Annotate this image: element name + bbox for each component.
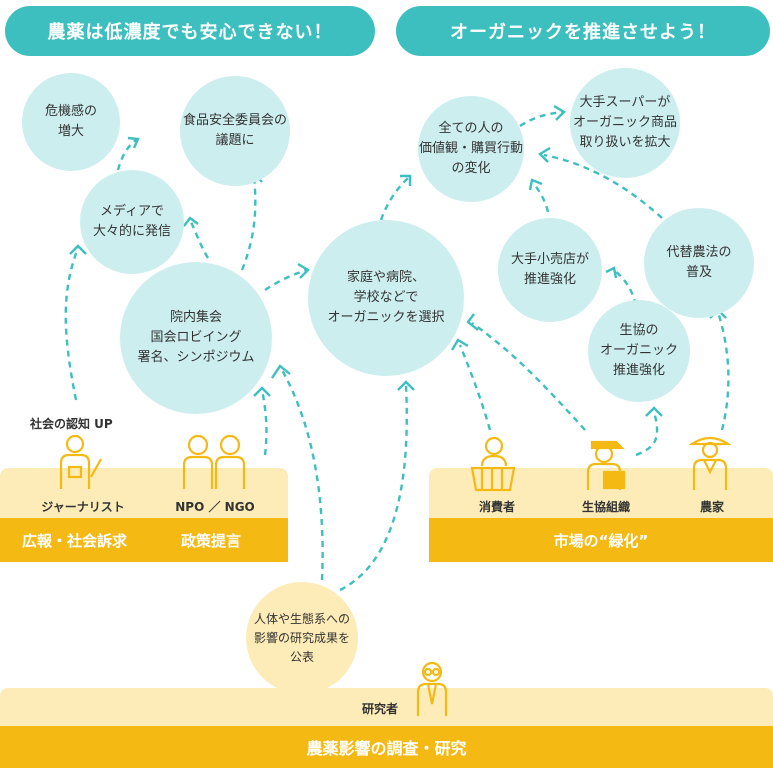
shakai-ninchi-label: 社会の認知 UP [30,417,113,431]
left-panel-bottom: 広報・社会訴求 政策提言 [0,518,288,562]
shijou-label: 市場の“緑化” [553,531,649,550]
arrow-farmer-daitai [716,311,730,431]
seisaku-label: 政策提言 [181,531,242,550]
arrowhead [127,136,140,149]
bubble-innai-text: 院内集会 国会ロビイング 署名、シンポジウム [137,310,255,365]
arrowhead [605,266,618,279]
arrow-journalist-media [64,247,80,401]
bubble-seikyou-text: 生協の オーガニック 推進強化 [599,323,678,378]
left-panel-top [0,468,288,518]
arrowhead [528,178,543,191]
arrowhead [397,380,415,391]
arrow-innai-katei [264,268,307,291]
bubble-media: メディアで 大々的に発信 [80,170,184,274]
arrow-innai-shokuhin [240,174,257,271]
bubble-innai: 院内集会 国会ロビイング 署名、シンポジウム [120,262,272,414]
arrow-research-innai [280,369,324,581]
header-right-text: オーガニックを推進させよう！ [450,22,716,43]
bubble-katei-text: 家庭や病院、 学校などで オーガニックを選択 [327,270,445,325]
bubble-shokuhin: 食品安全委員会の 議題に [180,76,290,186]
npo-label: NPO ／ NGO [175,500,255,514]
nouka-label: 農家 [699,500,724,514]
arrowhead [69,244,87,255]
npo-person-icon [182,434,246,489]
bubble-daitai: 代替農法の 普及 [644,208,754,318]
arrowhead [271,364,291,379]
research-panel-top [0,688,773,726]
bubble-seikyou: 生協の オーガニック 推進強化 [588,300,690,402]
arrow-media-kikikan [116,139,137,171]
header-left: 農薬は低濃度でも安心できない！ [5,6,375,56]
bubble-oote-kouri-text: 大手小売店が 推進強化 [510,252,589,287]
farmer-icon [688,436,732,490]
bubble-oote-super: 大手スーパーが オーガニック商品 取り扱いを拡大 [570,68,680,178]
bubble-kikikan: 危機感の 増大 [22,73,120,171]
bubble-subete: 全ての人の 価値観・購買行動 の変化 [418,96,524,202]
bubble-oote-super-text: 大手スーパーが オーガニック商品 取り扱いを拡大 [572,95,677,150]
arrowhead [645,406,663,417]
bubble-oote-kouri: 大手小売店が 推進強化 [498,218,602,322]
arrowhead [297,262,310,279]
arrow-katei-subete [379,177,409,221]
researcher-icon [416,661,448,716]
bubble-media-text: メディアで 大々的に発信 [92,204,171,239]
arrow-coop-seikyou [635,411,659,457]
bubble-kenkyu: 人体や生態系への 影響の研究成果を 公表 [246,582,358,694]
arrow-npo-innai [260,389,268,456]
header-right: オーガニックを推進させよう！ [396,6,770,56]
bubble-kikikan-text: 危機感の 増大 [44,104,97,139]
bubble-daitai-text: 代替農法の 普及 [666,245,732,280]
chousa-label: 農薬影響の調査・研究 [306,739,467,758]
bubble-shokuhin-text: 食品安全委員会の 議題に [182,113,287,148]
arrowhead [466,313,479,331]
arrow-coop-katei [471,322,586,431]
header-left-text: 農薬は低濃度でも安心できない！ [47,22,333,43]
bubble-kenkyu-text: 人体や生態系への 影響の研究成果を 公表 [253,611,350,664]
shohisha-label: 消費者 [478,500,515,514]
arrow-consumer-katei [458,344,492,431]
arrowhead [538,146,551,163]
right-panel-top [429,468,773,518]
right-panel-bottom: 市場の“緑化” [429,518,773,562]
arrowhead [183,216,199,227]
consumer-icon [470,436,516,492]
arrowhead [553,104,566,121]
arrow-subete-super [519,110,563,127]
bubble-subete-text: 全ての人の 価値観・購買行動 の変化 [418,121,523,176]
research-panel-bottom: 農薬影響の調査・研究 [0,726,773,768]
arrowhead [253,386,271,397]
kenkyusha-label: 研究者 [361,702,398,716]
arrowhead [450,338,469,351]
journalist-icon [59,434,102,489]
bubble-katei: 家庭や病院、 学校などで オーガニックを選択 [308,220,464,376]
coop-staff-icon [586,440,626,490]
arrow-daitai-subete [543,153,663,219]
journalist-label: ジャーナリスト [41,500,125,514]
arrow-kouri-subete [533,183,550,213]
kouhou-label: 広報・社会訴求 [22,531,128,550]
arrow-research-katei [339,384,408,592]
arrow-innai-media [188,219,210,259]
seikyou-soshiki-label: 生協組織 [581,500,630,514]
arrowhead [400,174,412,186]
